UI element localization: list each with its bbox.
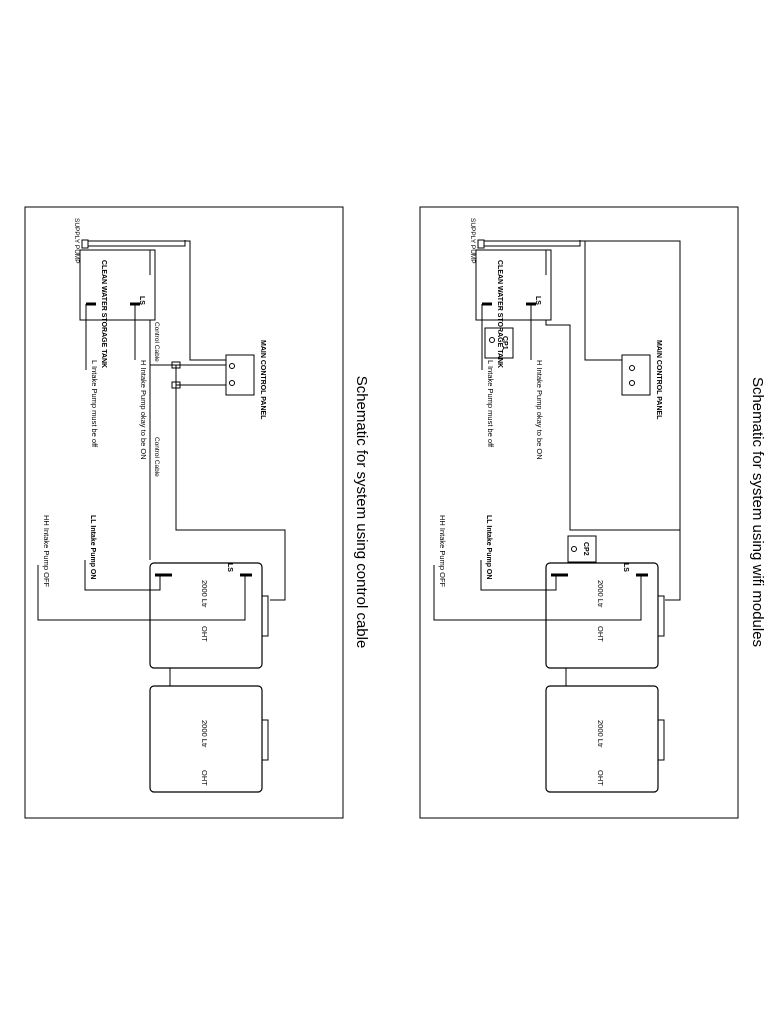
control-cable-label-2: Control Cable [153,437,160,477]
sheet-wifi: Schematic for system using wifi modules … [419,206,766,819]
oht-1-ls-label: LS [226,563,233,572]
supply-pump-label: SUPPLY PUMP [73,218,80,264]
oht-1-ls-label: LS [622,563,629,572]
hh-level-label: HH Intake Pump OFF [42,515,51,588]
sheet-control-cable: Schematic for system using control cable… [24,206,370,819]
storage-tank-ls-label: LS [534,296,541,305]
storage-tank [79,249,156,321]
oht-2-name: OHT [200,770,209,786]
h-level-label: H Intake Pump okay to be ON [535,360,544,460]
oht-1-capacity: 2000 Ltr [596,580,605,608]
cp1-module [484,327,514,359]
main-control-panel-label: MAIN CONTROL PANEL [655,340,662,420]
cp1-label: CP1 [501,336,508,350]
hh-level-label: HH Intake Pump OFF [438,515,447,588]
storage-tank-ls-label: LS [138,296,145,305]
sheet-border [419,206,739,819]
main-control-panel-label: MAIN CONTROL PANEL [259,340,266,420]
oht-1-name: OHT [596,626,605,642]
ll-level-label: LL Intake Pump ON [89,515,96,579]
ll-level-label: LL Intake Pump ON [485,515,492,579]
sheet-title: Schematic for system using control cable [353,376,370,649]
oht-1-capacity: 2000 Ltr [200,580,209,608]
oht-2-capacity: 2000 Ltr [596,720,605,748]
main-control-panel [621,354,651,396]
sheet-title: Schematic for system using wifi modules [749,377,766,647]
l-level-label: L Intake Pump must be off [90,360,99,448]
h-level-label: H Intake Pump okay to be ON [139,360,148,460]
storage-tank-label: CLEAN WATER STORAGE TANK [100,260,107,368]
main-control-panel [225,354,255,396]
sheet-border [24,206,344,819]
cp2-module [567,535,597,563]
oht-2-name: OHT [596,770,605,786]
cp2-label: CP2 [582,542,589,556]
oht-2-capacity: 2000 Ltr [200,720,209,748]
supply-pump-icon [477,239,485,249]
storage-tank-label: CLEAN WATER STORAGE TANK [496,260,503,368]
oht-1-name: OHT [200,626,209,642]
supply-pump-label: SUPPLY PUMP [469,218,476,264]
l-level-label: L Intake Pump must be off [486,360,495,448]
supply-pump-icon [81,239,89,249]
storage-tank [475,249,552,321]
control-cable-label-1: Control Cable [153,322,160,362]
